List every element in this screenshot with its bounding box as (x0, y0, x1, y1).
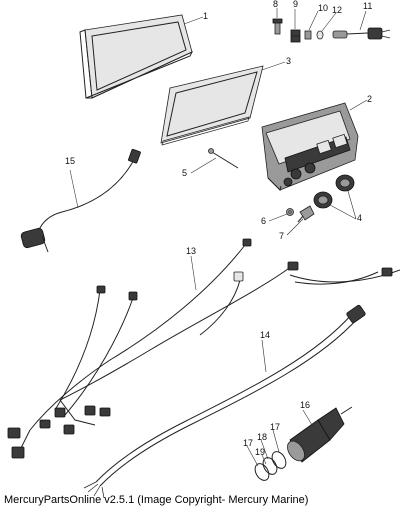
part-12-o-ring[interactable] (316, 30, 324, 40)
part-1-bezel[interactable] (79, 14, 194, 99)
part-13-main-harness[interactable] (7, 238, 400, 459)
callout-10: 10 (318, 3, 328, 13)
part-17-ring[interactable] (252, 461, 271, 483)
callout-14: 14 (260, 330, 270, 340)
part-19-ring[interactable] (269, 449, 288, 471)
callout-12: 12 (332, 5, 342, 15)
callout-11: 11 (363, 1, 372, 11)
callout-6: 6 (261, 216, 266, 226)
callout-8: 8 (273, 0, 278, 9)
callout-4: 4 (357, 213, 362, 223)
callout-16: 16 (300, 400, 310, 410)
part-9-nut[interactable] (290, 29, 301, 43)
callout-2: 2 (367, 94, 372, 104)
part-15-harness[interactable] (20, 148, 141, 253)
part-7-clip[interactable] (297, 205, 315, 223)
part-14-extension-harness[interactable] (83, 304, 366, 499)
part-10-sleeve[interactable] (304, 30, 312, 40)
part-16-bulkhead-connector[interactable] (284, 406, 353, 464)
part-2-display-housing[interactable] (261, 102, 359, 191)
callout-19: 19 (255, 447, 265, 457)
callout-5: 5 (182, 168, 187, 178)
part-6-washer[interactable] (286, 208, 294, 216)
part-8-bolt[interactable] (272, 18, 283, 35)
part-11-sensor-lead[interactable] (332, 27, 391, 40)
part-3-gasket[interactable] (160, 65, 264, 146)
callout-7: 7 (279, 231, 284, 241)
part-4-connector-plugs[interactable] (313, 174, 355, 209)
part-5-screw[interactable] (208, 148, 239, 169)
callout-15: 15 (65, 156, 75, 166)
part-18-ring[interactable] (260, 455, 279, 477)
callout-9: 9 (293, 0, 298, 9)
callout-18: 18 (257, 432, 267, 442)
callout-1: 1 (203, 11, 208, 21)
image-caption: MercuryPartsOnline v2.5.1 (Image Copyrig… (4, 494, 309, 506)
callout-17: 17 (243, 438, 253, 448)
callout-13: 13 (186, 246, 196, 256)
callout-3: 3 (286, 56, 291, 66)
callout-17-upper: 17 (270, 422, 280, 432)
